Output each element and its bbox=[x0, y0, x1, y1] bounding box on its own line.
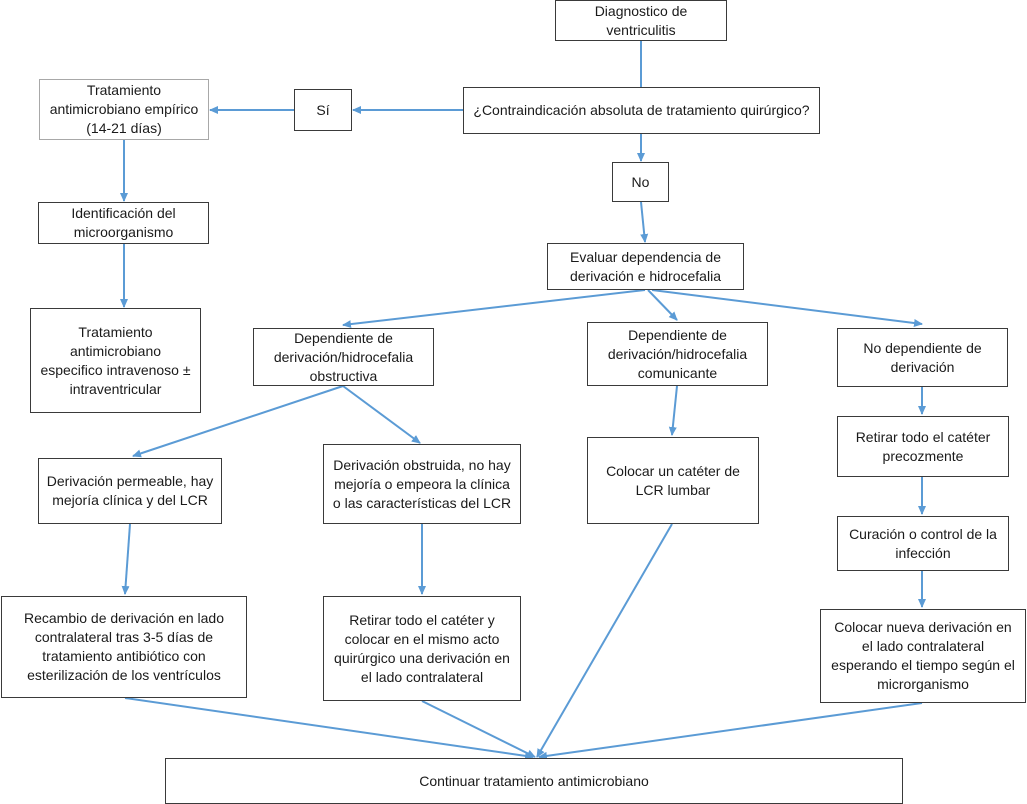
box-yes: Sí bbox=[294, 89, 352, 131]
arrow-lumbar-continue bbox=[536, 523, 673, 758]
box-contraindication: ¿Contraindicación absoluta de tratamient… bbox=[463, 87, 820, 134]
arrow-evaluate-notdependent bbox=[651, 289, 923, 327]
box-continue-treatment: Continuar tratamiento antimicrobiano bbox=[165, 758, 903, 804]
arrow-replace-continue bbox=[124, 697, 534, 760]
box-lumbar-catheter: Colocar un catéter de LCR lumbar bbox=[587, 437, 759, 524]
box-replace-contralateral: Recambio de derivación en lado contralat… bbox=[1, 596, 247, 698]
box-remove-same-act: Retirar todo el catéter y colocar en el … bbox=[323, 596, 521, 701]
box-obstructive: Dependiente de derivación/hidrocefalia o… bbox=[253, 328, 434, 386]
arrow-removesame-continue bbox=[421, 700, 536, 758]
arrow-no-evaluate bbox=[640, 201, 649, 243]
box-not-dependent: No dependiente de derivación bbox=[837, 328, 1008, 387]
arrow-evaluate-obstructive bbox=[342, 289, 646, 329]
box-diagnosis: Diagnostico de ventriculitis bbox=[555, 0, 727, 41]
box-shunt-permeable: Derivación permeable, hay mejoría clínic… bbox=[38, 458, 222, 524]
box-empiric-treatment: Tratamiento antimicrobiano empírico (14-… bbox=[39, 79, 209, 140]
box-specific-treatment: Tratamiento antimicrobiano especifico in… bbox=[30, 308, 201, 413]
box-no: No bbox=[612, 162, 669, 202]
arrow-communicating-lumbar bbox=[668, 385, 678, 436]
box-shunt-obstructed: Derivación obstruida, no hay mejoría o e… bbox=[323, 444, 521, 524]
box-remove-early: Retirar todo el catéter precozmente bbox=[837, 416, 1009, 477]
box-cure-infection: Curación o control de la infección bbox=[837, 516, 1009, 571]
box-new-shunt: Colocar nueva derivación en el lado cont… bbox=[820, 609, 1026, 703]
arrow-evaluate-communicating bbox=[647, 289, 678, 321]
box-communicating: Dependiente de derivación/hidrocefalia c… bbox=[587, 322, 768, 386]
arrow-newshunt-continue bbox=[538, 702, 923, 760]
arrow-obstructive-obstructed bbox=[342, 385, 421, 444]
arrow-permeable-replace bbox=[121, 523, 131, 595]
arrow-obstructive-permeable bbox=[132, 385, 344, 458]
box-identify-organism: Identificación del microorganismo bbox=[38, 202, 209, 244]
box-evaluate-dependence: Evaluar dependencia de derivación e hidr… bbox=[547, 243, 744, 290]
